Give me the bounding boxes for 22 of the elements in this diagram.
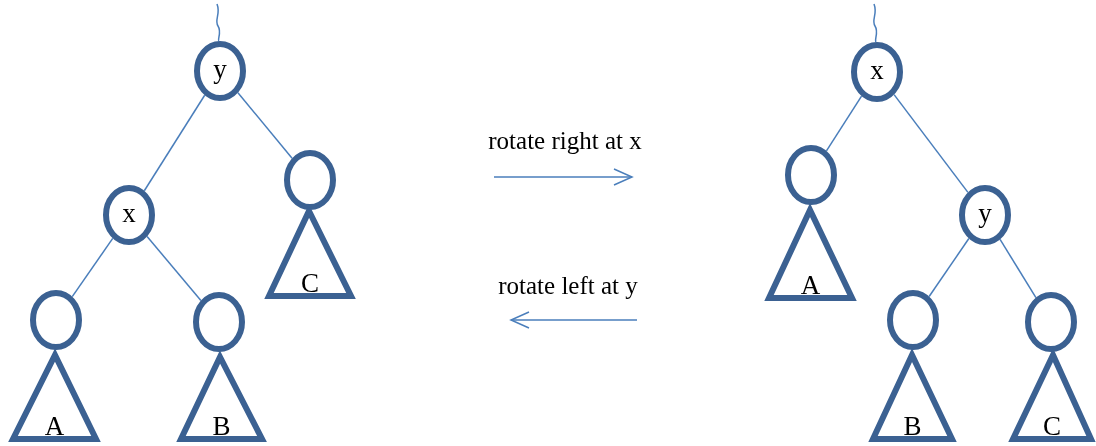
tree-edge: [146, 235, 202, 302]
parent-link-line: [872, 3, 878, 43]
tree-edge: [143, 94, 206, 192]
parent-link-line: [215, 3, 221, 42]
node-label: A: [800, 272, 821, 299]
node-label: A: [44, 413, 65, 440]
tree-edge: [893, 93, 969, 194]
node-label: y: [978, 199, 992, 230]
node-label: B: [212, 413, 231, 440]
tree-edge: [237, 91, 293, 160]
tree-edge: [928, 237, 970, 298]
node-label: x: [122, 199, 136, 230]
rotation-label: rotate right at x: [488, 127, 642, 155]
tree-edge: [825, 95, 863, 152]
node-label: x: [870, 56, 884, 87]
node-label: B: [903, 413, 922, 440]
node-label: y: [213, 55, 227, 86]
rotation-label: rotate left at y: [498, 272, 638, 300]
node-label: C: [1043, 413, 1061, 440]
node-label: C: [301, 270, 319, 297]
tree-edge: [999, 238, 1037, 299]
tree-edge: [71, 237, 114, 298]
